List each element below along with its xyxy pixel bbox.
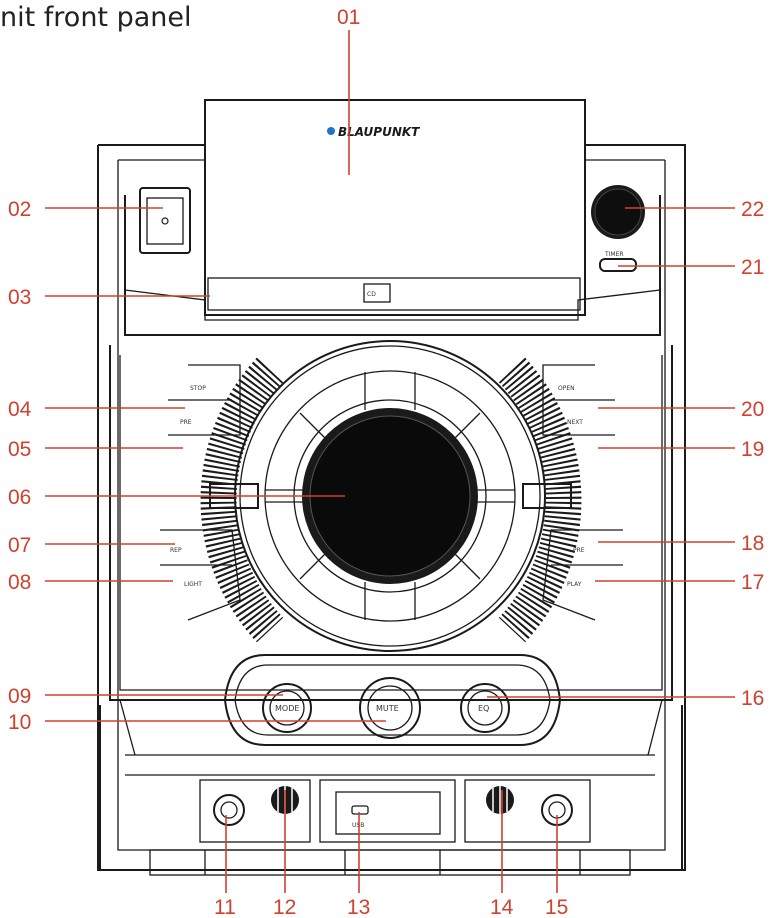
- svg-text:REP: REP: [170, 547, 182, 554]
- callout-14: 14: [490, 896, 514, 918]
- callout-17: 17: [741, 571, 764, 594]
- eq-knob[interactable]: EQ: [460, 683, 510, 733]
- svg-text:LIGHT: LIGHT: [184, 581, 202, 588]
- callout-15: 15: [545, 896, 568, 918]
- timer-label: TIMER: [604, 251, 624, 258]
- svg-text:STOP: STOP: [190, 385, 206, 392]
- callout-01: 01: [337, 6, 360, 29]
- right-button-next[interactable]: NEXT: [553, 410, 611, 430]
- mode-knob[interactable]: MODE: [262, 683, 312, 733]
- callout-05: 05: [8, 438, 31, 461]
- svg-text:OPEN: OPEN: [558, 385, 575, 392]
- right-button-open[interactable]: OPEN: [550, 376, 602, 396]
- callout-20: 20: [741, 398, 764, 421]
- speaker-area: [200, 340, 582, 652]
- timer-button[interactable]: TIMER: [599, 251, 637, 272]
- callout-12: 12: [273, 896, 296, 918]
- svg-text:PRE: PRE: [180, 419, 192, 426]
- svg-text:MODE: MODE: [275, 704, 299, 713]
- svg-text:NEXT: NEXT: [567, 419, 583, 426]
- mic1-jack[interactable]: [213, 794, 245, 826]
- callout-02: 02: [8, 198, 31, 221]
- left-button-prev[interactable]: PRE: [172, 410, 230, 430]
- left-button-light[interactable]: LIGHT: [170, 573, 228, 593]
- callout-08: 08: [8, 571, 31, 594]
- callout-11: 11: [214, 896, 236, 918]
- mic2-volume-wheel[interactable]: [486, 786, 514, 814]
- power-button[interactable]: [139, 187, 191, 254]
- callout-09: 09: [8, 685, 31, 708]
- usb-port[interactable]: USB: [351, 805, 369, 829]
- callout-18: 18: [741, 532, 764, 555]
- callout-22: 22: [741, 198, 764, 221]
- device-body: [97, 144, 686, 876]
- svg-text:MUTE: MUTE: [376, 704, 399, 713]
- svg-text:EQ: EQ: [478, 704, 489, 713]
- right-button-pre[interactable]: PRE: [556, 538, 618, 558]
- callout-19: 19: [741, 438, 764, 461]
- lower-panel: [199, 779, 591, 843]
- svg-text:USB: USB: [352, 822, 364, 829]
- diagram-title: nit front panel: [0, 2, 192, 33]
- brand-dot: [327, 127, 335, 135]
- callout-06: 06: [8, 486, 31, 509]
- left-buttons: STOP PRE REP LIGHT: [160, 364, 241, 621]
- left-button-rep[interactable]: REP: [165, 538, 227, 558]
- right-button-play[interactable]: PLAY: [553, 573, 611, 593]
- callout-13: 13: [347, 896, 370, 918]
- leader-lines: [45, 30, 735, 893]
- left-button-stop[interactable]: STOP: [182, 376, 234, 396]
- callout-04: 04: [8, 398, 32, 421]
- callout-03: 03: [8, 286, 31, 309]
- callout-16: 16: [741, 687, 764, 710]
- callout-07: 07: [8, 534, 31, 557]
- callout-numbers: 01 02 03 04 05 06 07 08 09 10 11 12 13 1…: [8, 6, 764, 918]
- knob-band: [223, 654, 562, 746]
- svg-text:PLAY: PLAY: [567, 581, 582, 588]
- callout-10: 10: [8, 711, 31, 734]
- svg-text:CD: CD: [367, 291, 376, 298]
- cd-door: BLAUPUNKT CD: [204, 99, 586, 316]
- callout-21: 21: [741, 256, 764, 279]
- mute-knob[interactable]: MUTE: [359, 677, 421, 739]
- right-buttons: OPEN NEXT PRE PLAY: [542, 364, 623, 621]
- svg-text:PRE: PRE: [573, 547, 585, 554]
- brand-logo: BLAUPUNKT: [338, 125, 420, 139]
- volume-knob[interactable]: [591, 185, 645, 239]
